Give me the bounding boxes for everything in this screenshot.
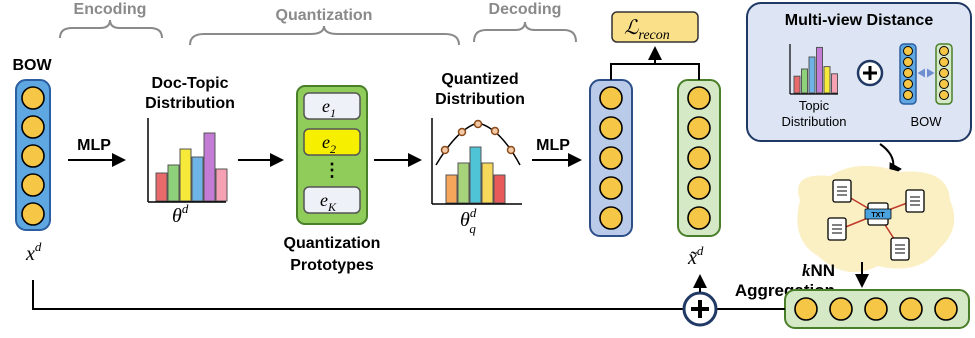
histogram-bar [191, 156, 204, 202]
loss-box [611, 11, 699, 43]
bow-node [21, 202, 45, 226]
recon-node [687, 116, 711, 140]
histogram-bar [793, 75, 801, 94]
decoder-node [599, 206, 623, 230]
prototype-e1-label: e1 [322, 96, 336, 120]
histogram-bar [167, 164, 180, 202]
recon-node [687, 176, 711, 200]
curve-point [506, 145, 516, 155]
curve-point [473, 119, 483, 129]
doc-icon [905, 189, 925, 213]
recon-node [687, 146, 711, 170]
reconstructed-nodes [687, 86, 711, 230]
histogram-bar [179, 148, 192, 202]
xtilde-d-label: x̃d [687, 243, 704, 269]
prototype-dots: ⋮ [323, 160, 341, 180]
quantized-title-2: Distribution [435, 91, 525, 108]
curve-point [457, 127, 467, 137]
doc-topic-histogram [147, 118, 228, 203]
prototypes-title-2: Prototypes [290, 257, 374, 274]
curve-point [490, 126, 500, 136]
decoder-node [599, 176, 623, 200]
mvd-title: Multi-view Distance [785, 12, 934, 29]
histogram-bar [801, 68, 808, 94]
center-txt-doc-icon: TXT [864, 202, 892, 226]
recon-node [687, 206, 711, 230]
quantized-title-1: Quantized [441, 71, 518, 88]
curve-point [440, 145, 450, 155]
mini-topic-histogram [789, 44, 838, 95]
doc-icon [832, 179, 852, 203]
decoder-node [599, 146, 623, 170]
stage-encoding-label: Encoding [74, 1, 147, 18]
bow-node [21, 173, 45, 197]
bow-nodes [21, 86, 45, 226]
stage-decoding: Decoding [473, 1, 577, 43]
prototype-e1 [303, 92, 361, 120]
plus-icon [682, 291, 718, 327]
mini-bow-nodes [903, 46, 913, 100]
histogram-bar [445, 174, 458, 204]
topic-distribution-line2: Distribution [781, 114, 846, 129]
bow-node [21, 86, 45, 110]
histogram-bar [831, 73, 838, 94]
brace-quantization [189, 25, 460, 46]
histogram-bar [457, 162, 470, 204]
knn-label: kNN [802, 261, 835, 280]
mlp-left-label: MLP [77, 137, 111, 154]
doc-icon [827, 217, 847, 241]
decoder-nodes [599, 86, 623, 230]
quantized-histogram [431, 118, 522, 205]
histogram-bar [481, 162, 494, 204]
histogram-bar [469, 146, 482, 204]
stage-quantization: Quantization [189, 7, 460, 46]
bow-label: BOW [12, 57, 52, 74]
brace-encoding [59, 19, 163, 39]
doc-topic-title-1: Doc-Topic [151, 75, 228, 92]
decoder-node [599, 86, 623, 110]
residual-path-left [32, 280, 683, 310]
x-d-label: xd [25, 239, 42, 265]
recon-node [687, 86, 711, 110]
loss-label: ℒrecon [624, 17, 670, 43]
topic-distribution-line1: Topic [799, 98, 830, 113]
stage-encoding: Encoding [59, 1, 163, 39]
histogram-bar [215, 168, 228, 202]
loss-connector [610, 63, 700, 80]
prototypes-title-1: Quantization [284, 235, 381, 252]
brace-decoding [473, 21, 577, 43]
bow-node [21, 144, 45, 168]
histogram-bar [816, 46, 823, 94]
prototype-e2-label: e2 [322, 132, 336, 156]
histogram-bar [203, 132, 216, 202]
stage-decoding-label: Decoding [489, 1, 562, 18]
decoder-node [599, 116, 623, 140]
doc-topic-title-2: Distribution [145, 95, 235, 112]
mlp-right-label: MLP [536, 137, 570, 154]
mini-recon-nodes [939, 46, 949, 100]
mvd-bow-label: BOW [910, 114, 942, 129]
histogram-bar [493, 174, 506, 204]
theta-d-label: θd [172, 201, 189, 227]
prototype-eK [303, 186, 361, 214]
prototype-e2 [303, 128, 361, 156]
histogram-bar [823, 66, 831, 94]
txt-label: TXT [871, 212, 885, 219]
aggregated-nodes [794, 297, 958, 321]
stage-quantization-label: Quantization [276, 7, 373, 24]
doc-icon [890, 237, 910, 261]
bow-node [21, 115, 45, 139]
plus-icon [856, 59, 884, 87]
histogram-bar [155, 172, 168, 202]
prototype-eK-label: eK [320, 190, 337, 214]
histogram-bar [808, 56, 816, 94]
